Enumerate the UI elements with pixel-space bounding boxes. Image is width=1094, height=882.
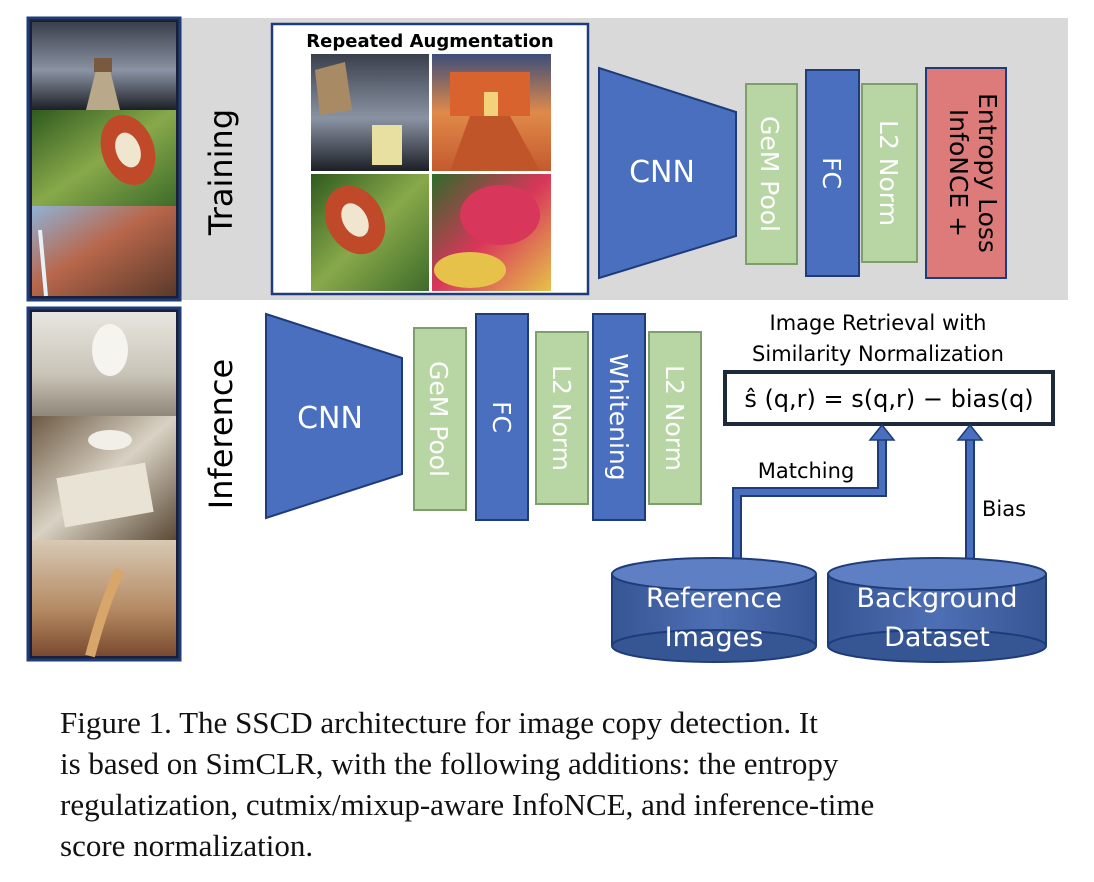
bias-arrowhead [956, 423, 984, 441]
background-label-line2: Dataset [884, 622, 990, 653]
training-loss-label-line2: Entropy Loss [973, 93, 1002, 253]
caption-line-4: score normalization. [60, 828, 314, 863]
inference-l2-norm-label-2: L2 Norm [660, 365, 689, 471]
inference-whitening-label: Whitening [604, 353, 633, 480]
background-label-line1: Background [856, 583, 1017, 614]
training-gem-pool-label: GeM Pool [755, 116, 784, 232]
background-dataset-database [827, 557, 1047, 663]
inference-photo-strip [26, 306, 182, 662]
caption-line-3: regulatization, cutmix/mixup-aware InfoN… [60, 787, 875, 822]
formula-text: ŝ (q,r) = s(q,r) − bias(q) [744, 385, 1033, 413]
inference-cnn-block [265, 312, 403, 520]
training-photo-strip [26, 16, 182, 302]
reference-label-line1: Reference [646, 583, 782, 614]
reference-images-database [611, 557, 817, 663]
inference-gem-pool-label: GeM Pool [424, 361, 453, 477]
inference-label: Inference [202, 359, 240, 509]
inference-l2-norm-label-1: L2 Norm [547, 365, 576, 471]
matching-label: Matching [758, 459, 855, 483]
bias-label: Bias [982, 497, 1026, 521]
training-cnn-label: CNN [629, 155, 695, 190]
inference-fc-block [475, 313, 529, 521]
training-gem-pool-block [745, 83, 798, 265]
training-loss-label-line1: InfoNCE + [944, 109, 973, 237]
inference-gem-pool-block [413, 327, 467, 511]
photo-cliff [32, 206, 176, 296]
training-l2-norm-block [861, 83, 918, 263]
sscd-architecture-diagram: Training Inference Repeated Augmentation… [26, 16, 1068, 663]
matching-arrow [732, 438, 887, 566]
caption-line-1: Figure 1. The SSCD architecture for imag… [60, 705, 818, 740]
training-label: Training [202, 109, 240, 236]
inference-l2-norm-block-2 [648, 331, 702, 505]
inference-l2-norm-block-1 [535, 331, 589, 505]
training-fc-block [805, 69, 860, 277]
inference-fc-label: FC [487, 401, 516, 433]
training-fc-label: FC [817, 157, 846, 189]
reference-label-line2: Images [665, 622, 764, 653]
retrieval-title-line1: Image Retrieval with [770, 311, 987, 335]
augmentation-title: Repeated Augmentation [306, 31, 553, 52]
matching-arrow-inner [734, 438, 885, 566]
caption-line-2: is based on SimCLR, with the following a… [60, 746, 839, 781]
augmentation-panel: Repeated Augmentation [270, 22, 590, 296]
formula-box [723, 370, 1055, 426]
retrieval-title-line2: Similarity Normalization [752, 342, 1004, 366]
training-l2-norm-label: L2 Norm [874, 120, 903, 226]
figure-caption: Figure 1. The SSCD architecture for imag… [60, 702, 1020, 866]
inference-cnn-label: CNN [297, 401, 363, 436]
inference-whitening-block [592, 313, 646, 521]
training-loss-block [925, 67, 1007, 279]
training-cnn-block [598, 66, 737, 280]
matching-arrowhead [868, 423, 896, 441]
